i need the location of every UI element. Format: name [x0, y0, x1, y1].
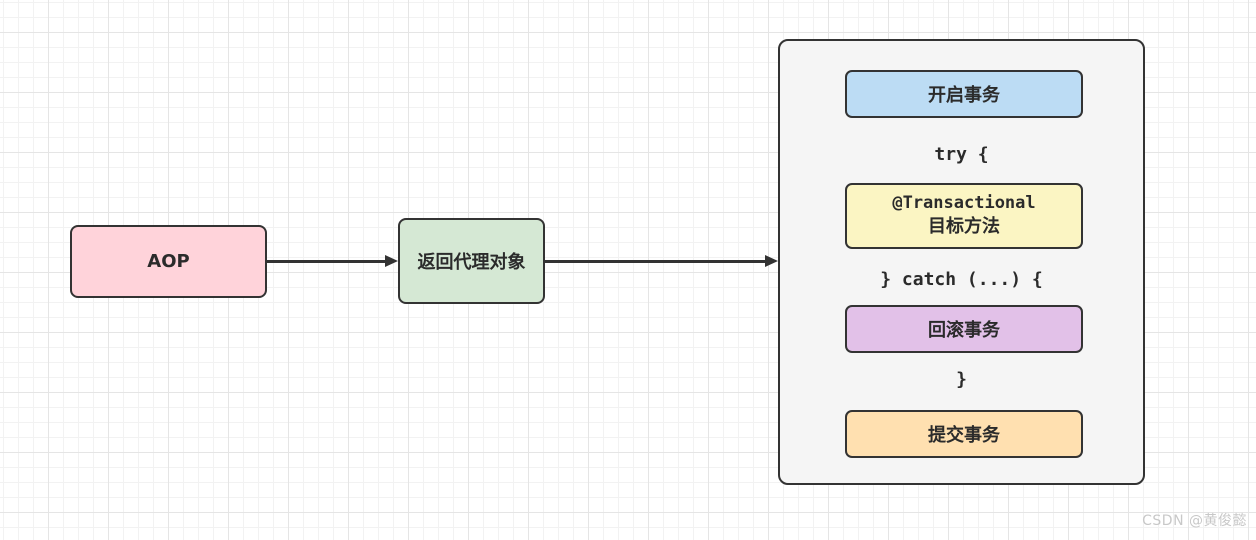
node-transaction-container: 开启事务 try { @Transactional 目标方法 } catch (…: [778, 39, 1145, 485]
node-begin-transaction-label: 开启事务: [928, 85, 1000, 106]
node-return-proxy: 返回代理对象: [398, 218, 545, 304]
node-rollback-transaction-label: 回滚事务: [928, 320, 1000, 341]
arrowhead-proxy-to-container-icon: [765, 255, 778, 267]
node-return-proxy-label: 返回代理对象: [417, 252, 526, 273]
node-aop-label: AOP: [147, 251, 190, 272]
node-transactional-method: @Transactional 目标方法: [845, 183, 1083, 249]
arrow-proxy-to-container: [545, 260, 767, 263]
node-rollback-transaction: 回滚事务: [845, 305, 1083, 353]
watermark: CSDN @黄俊懿: [1142, 513, 1247, 529]
code-catch-open: } catch (...) {: [880, 268, 1043, 290]
node-commit-transaction-label: 提交事务: [928, 425, 1000, 446]
code-try-open: try {: [934, 143, 989, 165]
code-brace-close: }: [956, 368, 967, 390]
node-commit-transaction: 提交事务: [845, 410, 1083, 458]
node-begin-transaction: 开启事务: [845, 70, 1083, 118]
node-transactional-method-label: 目标方法: [928, 216, 1000, 238]
arrowhead-aop-to-proxy-icon: [385, 255, 398, 267]
node-aop: AOP: [70, 225, 267, 298]
arrow-aop-to-proxy: [267, 260, 387, 263]
node-transactional-annotation: @Transactional: [892, 193, 1036, 214]
